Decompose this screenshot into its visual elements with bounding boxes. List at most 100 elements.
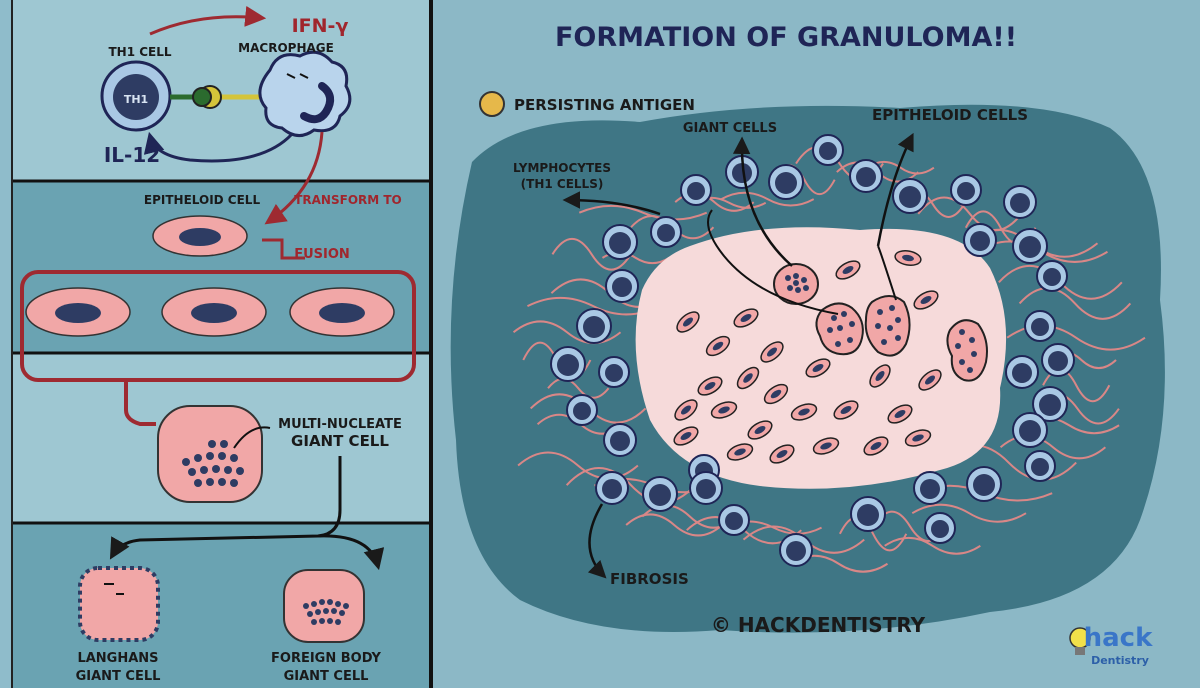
left-panel: TH1 TH1 CELL MACROPHAGE IFN-γ IL-12 TRAN… <box>0 0 433 688</box>
th1-cell-label: TH1 CELL <box>108 45 171 59</box>
epitheloid-cell-label: EPITHELOID CELL <box>144 193 261 207</box>
lymphocyte-cell <box>550 346 586 382</box>
epitheloid-cell-small <box>726 443 754 461</box>
fibrosis-strand <box>866 160 935 175</box>
fibrosis-strand <box>551 237 632 271</box>
core-giant-cell-2 <box>815 302 864 356</box>
lymphocyte-cell <box>689 471 723 505</box>
epitheloid-cell-small <box>833 400 859 420</box>
lymphocyte-cell <box>718 504 750 536</box>
epitheloid-cell-small <box>736 366 760 390</box>
epitheloid-cell-small <box>812 437 840 455</box>
fusion-bracket <box>20 270 416 382</box>
lymphocyte-cell <box>605 269 639 303</box>
fibrosis-strand <box>578 204 708 221</box>
copyright-label: © HACKDENTISTRY <box>711 613 926 637</box>
logo-text-line1: hack <box>1084 623 1153 653</box>
hack-dentistry-logo: hack Dentistry <box>1069 623 1153 667</box>
epitheloid-cell-small <box>894 249 922 267</box>
lymphocyte-cell <box>924 512 956 544</box>
lymphocyte-ring <box>550 134 1075 567</box>
epitheloid-cell-small <box>790 403 818 421</box>
lymphocyte-cell <box>1012 412 1048 448</box>
epitheloid-cell-small <box>835 260 861 280</box>
epitheloid-cell-small <box>863 436 889 456</box>
fibrosis-strand <box>917 196 1023 232</box>
receptor-complex <box>170 85 268 109</box>
lymphocyte-cell <box>595 471 629 505</box>
lymphocyte-cell <box>1024 450 1056 482</box>
foreign-body-giant-cell <box>283 569 365 643</box>
fibrosis-strand <box>1018 287 1132 320</box>
antigen-icon <box>479 91 505 117</box>
ifn-gamma-label: IFN-γ <box>292 15 349 37</box>
epitheloid-cells-group <box>673 249 942 464</box>
multinucleate-label-line2: GIANT CELL <box>291 432 389 450</box>
epitheloid-cell-small <box>769 444 795 464</box>
epitheloid-cell-small <box>674 399 698 421</box>
ifn-arrow <box>149 5 267 36</box>
epitheloid-cell-small <box>705 335 731 357</box>
epitheloid-cells-arrow-2 <box>877 245 897 301</box>
epitheloid-cell-small <box>747 420 773 440</box>
right-panel: FORMATION OF GRANULOMA!! PERSISTING ANTI… <box>433 0 1200 688</box>
lymphocyte-cell <box>1024 310 1056 342</box>
foreign-body-label-line2: GIANT CELL <box>284 669 369 684</box>
lymphocyte-cell <box>812 134 844 166</box>
giant-cell-nuclei <box>182 440 244 487</box>
epitheloid-cell-small <box>676 311 700 333</box>
epitheloid-cell-small <box>887 404 913 424</box>
fusing-cell-2 <box>161 287 267 337</box>
fibrosis-strand <box>720 191 815 207</box>
lymphocyte-cell <box>950 174 982 206</box>
langhans-giant-cell <box>78 566 160 642</box>
th1-inner-label: TH1 <box>124 93 148 106</box>
persisting-antigen-label: PERSISTING ANTIGEN <box>514 96 695 114</box>
lymphocyte-cell <box>576 308 612 344</box>
lymphocyte-cell <box>650 216 682 248</box>
lymphocyte-cell <box>1003 185 1037 219</box>
fibrosis-strand <box>839 516 908 552</box>
th1-cell: TH1 <box>100 60 172 132</box>
multinucleate-label-line1: MULTI-NUCLEATE <box>278 417 402 432</box>
epitheloid-cell-small <box>904 429 932 447</box>
macrophage-cell <box>258 50 352 137</box>
epitheloid-cell-small <box>913 290 939 310</box>
lymphocyte-cell <box>1012 228 1048 264</box>
epitheloid-cell-small <box>918 369 942 391</box>
lymphocyte-cell <box>642 476 678 512</box>
fibrosis-strand <box>884 536 981 555</box>
lymphocyte-cell <box>768 164 804 200</box>
lymphocyte-cell <box>680 174 712 206</box>
epitheloid-cell-small <box>805 358 831 378</box>
epitheloid-cell <box>152 215 248 257</box>
fibrosis-strand <box>547 377 610 399</box>
fusion-label: FUSION <box>294 247 350 262</box>
epitheloid-cell-small <box>710 401 738 419</box>
epitheloid-cell-small <box>697 376 723 396</box>
epitheloid-cell-small <box>869 364 891 388</box>
epitheloid-cell-small <box>673 426 699 446</box>
core-giant-cell-4 <box>946 319 988 382</box>
foreign-body-label-line1: FOREIGN BODY <box>271 651 382 666</box>
transform-label: TRANSFORM TO <box>294 193 402 207</box>
fibrosis-label: FIBROSIS <box>610 570 689 588</box>
giant-cells-arrow-2 <box>707 209 839 315</box>
langhans-label-line1: LANGHANS <box>77 651 158 666</box>
macrophage-label: MACROPHAGE <box>238 41 334 55</box>
fusing-cell-3 <box>289 287 395 337</box>
epitheloid-cell-small <box>760 341 784 363</box>
langhans-label-line2: GIANT CELL <box>76 669 161 684</box>
lymphocyte-cell <box>913 471 947 505</box>
fibrosis-strand <box>625 513 723 537</box>
epitheloid-cell-small <box>733 308 759 328</box>
lymphocytes-label-line2: (TH1 CELLS) <box>521 177 604 191</box>
lymphocyte-cell <box>963 223 997 257</box>
lymphocytes-arrow <box>562 191 661 216</box>
fibrosis-strand <box>911 503 1027 523</box>
page-title: FORMATION OF GRANULOMA!! <box>555 22 1017 53</box>
arrow-to-foreign-body <box>317 534 385 571</box>
fibrosis-strand <box>512 320 622 345</box>
